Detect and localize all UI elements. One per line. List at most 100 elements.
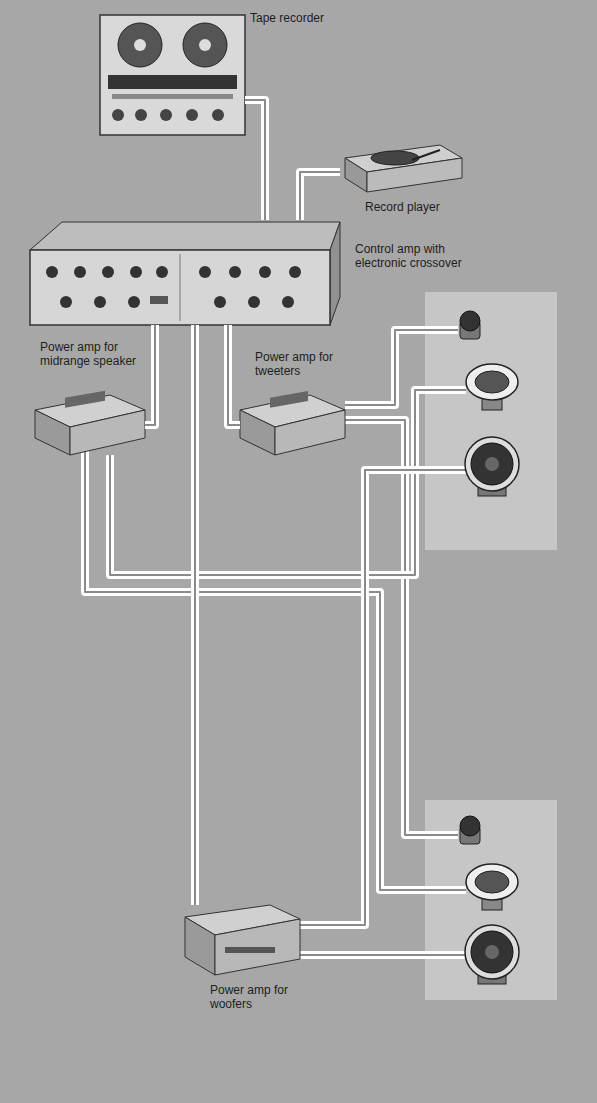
- device-label: Power amp for tweeters: [255, 350, 350, 378]
- cable-outer: [191, 325, 199, 905]
- power-amp-front: [215, 919, 300, 975]
- speaker-wire: [300, 470, 466, 925]
- power-amp-front: [70, 410, 145, 455]
- amp-knob: [214, 296, 226, 308]
- cable-inner: [245, 100, 265, 220]
- amp-knob: [94, 296, 106, 308]
- cable-outer: [245, 100, 265, 220]
- tape-knob: [135, 109, 147, 121]
- tweeter-speaker: [460, 816, 480, 844]
- speaker-panel: [425, 800, 557, 1000]
- power-amp-side: [35, 410, 70, 455]
- cable: [300, 172, 340, 220]
- amp-knob: [60, 296, 72, 308]
- tape-reel: [183, 23, 227, 67]
- cable: [228, 325, 240, 425]
- midrange-cone: [475, 871, 509, 893]
- cable-outer: [145, 325, 155, 425]
- player-platter: [371, 151, 419, 165]
- player-side: [345, 158, 367, 192]
- woofer-cap: [485, 457, 499, 471]
- amp-knob: [74, 266, 86, 278]
- power-amp-transformer: [65, 391, 105, 408]
- power-amp-transformer: [270, 391, 308, 408]
- cable-inner: [145, 325, 155, 425]
- tape-hub: [199, 39, 211, 51]
- amp-side: [330, 222, 340, 325]
- amp-top: [30, 222, 340, 250]
- amp-knob: [46, 266, 58, 278]
- power-amp: Power amp for midrange speaker: [35, 395, 145, 455]
- speaker-wire: [110, 390, 466, 575]
- device-label: Tape recorder: [250, 11, 350, 25]
- amp-switch: [150, 296, 168, 304]
- amp-knob: [248, 296, 260, 308]
- cable-inner: [300, 172, 340, 220]
- tape-recorder-picture: [100, 15, 245, 135]
- amp-knob: [199, 266, 211, 278]
- tweeter-speaker: [460, 311, 480, 339]
- device-label: Power amp for midrange speaker: [40, 340, 140, 368]
- tape-hub: [134, 39, 146, 51]
- device-label: Control amp with electronic crossover: [355, 242, 473, 270]
- woofer-speaker: [465, 925, 519, 984]
- amp-knob: [229, 266, 241, 278]
- record-player: Record player: [340, 140, 462, 200]
- woofer-frame: [465, 925, 519, 979]
- amp-divider: [180, 254, 181, 321]
- cable: [145, 325, 155, 425]
- woofer-cap: [485, 945, 499, 959]
- midrange-frame: [466, 364, 518, 400]
- tape-knob: [212, 109, 224, 121]
- cable-outer: [300, 172, 340, 220]
- power-amp-side: [240, 410, 275, 455]
- amp-knob: [102, 266, 114, 278]
- amp-front: [30, 250, 330, 325]
- amp-knob: [130, 266, 142, 278]
- tweeter-dome: [460, 311, 480, 331]
- cable-outer: [228, 325, 240, 425]
- power-amp-front: [275, 410, 345, 455]
- speaker-wire: [300, 951, 466, 959]
- cable-inner: [194, 325, 196, 905]
- speaker-wire: [300, 470, 466, 925]
- record-player-picture: [345, 145, 462, 192]
- amp-knob: [282, 296, 294, 308]
- power-amp: Power amp for tweeters: [240, 395, 345, 455]
- player-tonearm: [412, 150, 440, 160]
- cable: [195, 325, 196, 905]
- speaker-wire: [300, 954, 466, 956]
- tape-knob: [112, 109, 124, 121]
- woofer-frame: [465, 437, 519, 491]
- tape-knob: [160, 109, 172, 121]
- tweeter-dome: [460, 816, 480, 836]
- tape-trim: [112, 94, 233, 99]
- midrange-cone: [475, 371, 509, 393]
- power-amp-picture: [240, 391, 345, 455]
- tape-head-panel: [108, 75, 237, 89]
- power-amp-picture: [185, 905, 300, 975]
- speaker-wire: [85, 450, 466, 890]
- device-label: Power amp for woofers: [210, 983, 310, 1011]
- cable-inner: [228, 325, 240, 425]
- midrange-speaker: [466, 364, 518, 410]
- woofer-cone: [471, 931, 513, 973]
- midrange-speaker: [466, 864, 518, 910]
- speaker-wire: [85, 450, 466, 890]
- power-amp-picture: [35, 391, 145, 455]
- device-label: Record player: [365, 200, 475, 214]
- cable: [245, 100, 265, 220]
- tape-recorder: Tape recorder: [100, 15, 245, 135]
- tape-reel: [118, 23, 162, 67]
- midrange-frame: [466, 864, 518, 900]
- woofer-speaker: [465, 437, 519, 496]
- power-amp: Power amp for woofers: [185, 905, 300, 975]
- power-amp-panel: [225, 947, 275, 953]
- amp-knob: [289, 266, 301, 278]
- control-amp-picture: [30, 222, 340, 325]
- amp-knob: [128, 296, 140, 308]
